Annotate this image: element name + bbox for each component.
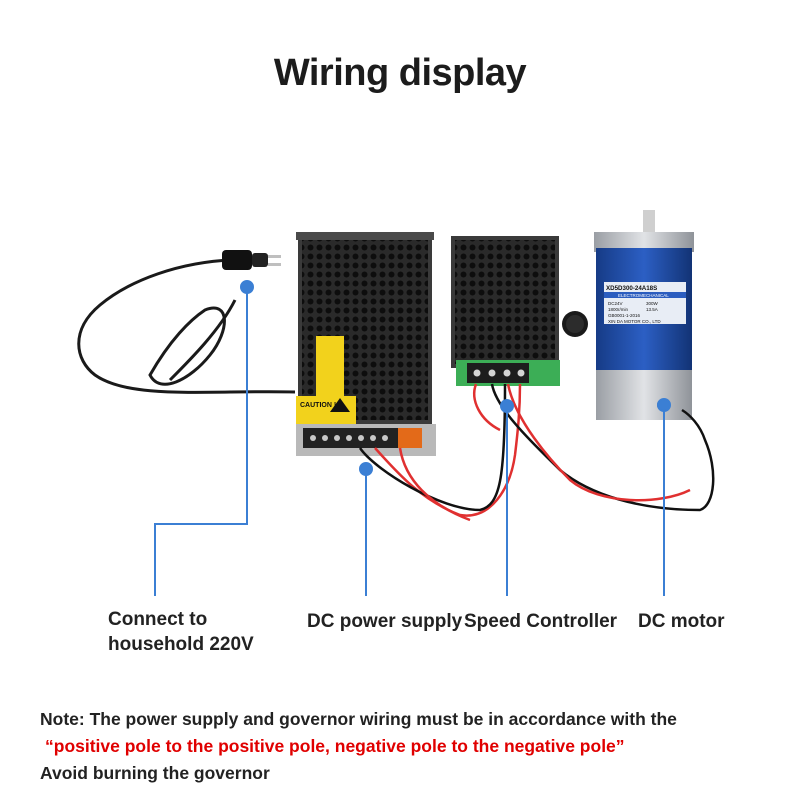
label-dc-motor: DC motor xyxy=(638,611,725,632)
note-line-1: Note: The power supply and governor wiri… xyxy=(40,709,677,729)
label-dc-power-supply: DC power supply xyxy=(307,611,463,632)
motor-brand-text: ELECTROMECHANICAL xyxy=(618,293,669,298)
callout-line-household xyxy=(154,287,248,596)
wires xyxy=(358,383,715,522)
label-household-line1: Connect to xyxy=(108,609,208,630)
motor-spec-1: DC24V xyxy=(608,301,623,306)
label-household-220v: Connect to household 220V xyxy=(108,607,254,657)
page-title: Wiring display xyxy=(273,52,527,94)
motor-maker-text: XIN DA MOTOR CO., LTD xyxy=(608,319,661,324)
power-cord xyxy=(77,258,296,394)
speed-controller xyxy=(451,236,588,386)
label-speed-controller: Speed Controller xyxy=(464,611,618,632)
callout-lines xyxy=(154,280,671,596)
psu-caution-text: CAUTION ! xyxy=(300,402,336,409)
note-line-2-warning: “positive pole to the positive pole, neg… xyxy=(45,736,625,756)
motor-spec-3: 1800r/min xyxy=(608,307,629,312)
motor-model-text: XD5D300-24A18S xyxy=(606,285,657,292)
label-household-line2: household 220V xyxy=(108,634,254,655)
note-line-3: Avoid burning the governor xyxy=(40,763,270,783)
ac-plug xyxy=(222,250,281,270)
motor-spec-5: GB0001-1-2016 xyxy=(608,313,641,318)
motor-spec-2: 300W xyxy=(646,301,659,306)
dc-motor: XD5D300-24A18S ELECTROMECHANICAL DC24V 3… xyxy=(594,210,694,420)
motor-spec-4: 13.5A xyxy=(646,307,658,312)
wiring-note: Note: The power supply and governor wiri… xyxy=(40,706,780,787)
dc-power-supply: CAUTION ! xyxy=(296,232,436,456)
